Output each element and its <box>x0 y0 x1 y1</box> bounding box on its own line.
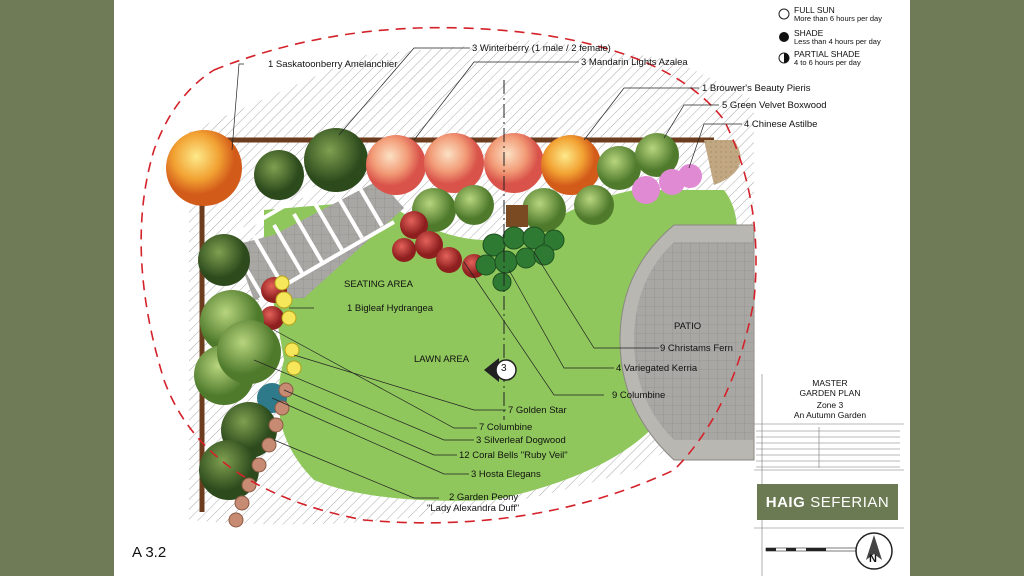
label-coral-bells: 12 Coral Bells "Ruby Veil" <box>459 450 568 461</box>
pieris-plant <box>541 135 601 195</box>
section-marker <box>484 358 517 382</box>
scale-bar <box>765 547 857 552</box>
title-line2: GARDEN PLAN <box>799 388 861 398</box>
azalea-plant <box>484 133 544 193</box>
legend-partial-shade-title: PARTIAL SHADE <box>794 49 860 59</box>
azalea-plant <box>424 133 484 193</box>
label-golden-star: 7 Golden Star <box>508 405 567 416</box>
shrub <box>254 150 304 200</box>
label-dogwood: 3 Silverleaf Dogwood <box>476 435 566 446</box>
label-columbine-7: 7 Columbine <box>479 422 533 433</box>
corner-paving <box>704 140 741 185</box>
dogwood-plant <box>217 320 281 384</box>
label-peony-variety: "Lady Alexandra Duff" <box>427 503 520 514</box>
label-columbine-9: 9 Columbine <box>612 390 666 401</box>
label-peony: 2 Garden Peony <box>449 492 519 503</box>
full-sun-icon <box>778 8 790 20</box>
label-christmas-fern: 9 Christams Fern <box>660 343 733 354</box>
firm-name-bold: HAIG <box>765 493 806 511</box>
lawn-area-label: LAWN AREA <box>414 354 470 365</box>
legend-full-sun-title: FULL SUN <box>794 5 835 15</box>
title-zone: Zone 3 <box>816 400 844 410</box>
garden-plan <box>140 8 904 576</box>
drawing-sheet: FULL SUN More than 6 hours per day SHADE… <box>114 0 910 576</box>
azalea-plant <box>366 135 426 195</box>
label-hosta: 3 Hosta Elegans <box>471 469 541 480</box>
legend-shade-sub: Less than 4 hours per day <box>794 37 881 46</box>
coral-bells-cluster <box>228 382 294 528</box>
shade-icon <box>779 32 789 42</box>
label-hydrangea: 1 Bigleaf Hydrangea <box>347 303 434 314</box>
legend-partial-shade-sub: 4 to 6 hours per day <box>794 58 861 67</box>
leader-lines <box>231 47 742 499</box>
shrub <box>522 188 566 232</box>
label-kerria: 4 Variegated Kerria <box>616 363 698 374</box>
seating-paving <box>234 180 404 300</box>
pergola <box>227 158 396 302</box>
boxwood-plant <box>635 133 679 177</box>
winterberry-plant <box>304 128 368 192</box>
label-astilbe: 4 Chinese Astilbe <box>744 119 818 130</box>
partial-shade-icon <box>778 52 790 64</box>
label-winterberry: 3 Winterberry (1 male / 2 female) <box>472 43 611 54</box>
legend-shade-title: SHADE <box>794 28 824 38</box>
patio-label: PATIO <box>674 321 702 332</box>
north-label: N <box>869 553 877 565</box>
shrub <box>454 185 494 225</box>
boundary-dashed <box>140 26 757 524</box>
section-marker-number: 3 <box>501 363 507 374</box>
boxwood-plant <box>597 146 641 190</box>
astilbe-plant <box>678 164 702 188</box>
title-subtitle: An Autumn Garden <box>793 410 867 420</box>
saskatoonberry-plant <box>166 130 242 206</box>
shrub <box>198 234 250 286</box>
title-line1: MASTER <box>812 378 848 388</box>
title-block-frame <box>754 374 904 576</box>
golden-star-cluster <box>274 275 302 376</box>
north-arrow-icon <box>855 532 893 570</box>
lawn <box>264 190 737 501</box>
astilbe-plant <box>632 176 660 204</box>
sheet-number: A 3.2 <box>132 544 167 561</box>
label-azalea: 3 Mandarin Lights Azalea <box>581 57 688 68</box>
shrub <box>574 185 614 225</box>
firm-name-rest: SEFERIAN <box>810 493 890 511</box>
trellis-post <box>506 205 528 227</box>
label-saskatoonberry: 1 Saskatoonberry Amelanchier <box>268 59 398 70</box>
label-pieris: 1 Brouwer's Beauty Pieris <box>702 83 811 94</box>
legend-full-sun-sub: More than 6 hours per day <box>794 14 882 23</box>
patio-paving <box>634 242 754 440</box>
seating-area-label: SEATING AREA <box>344 279 413 290</box>
label-boxwood: 5 Green Velvet Boxwood <box>722 100 827 111</box>
